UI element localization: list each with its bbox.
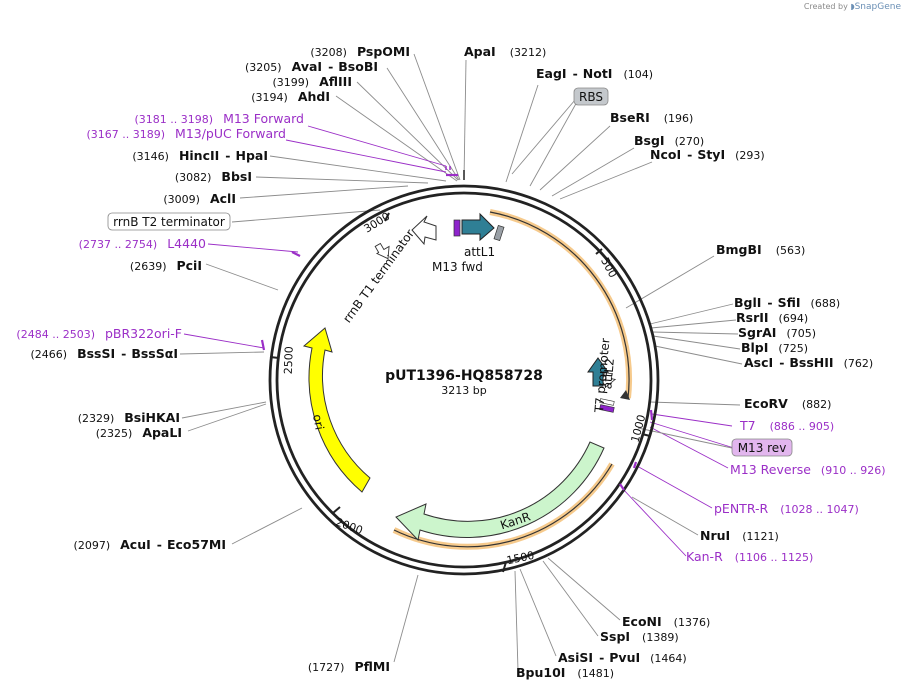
- enzyme-label[interactable]: NruI(1121): [700, 528, 779, 543]
- plasmid-name: pUT1396-HQ858728: [385, 368, 543, 384]
- enzyme-label[interactable]: AscI-BssHII(762): [744, 355, 873, 370]
- enzyme-label[interactable]: BsgI(270): [634, 133, 704, 148]
- plasmid-size: 3213 bp: [441, 384, 486, 397]
- attl1-arrow: [461, 212, 495, 242]
- enzyme-label[interactable]: (2329)BsiHKAI: [78, 410, 180, 425]
- primer-small-ticks: [445, 166, 451, 170]
- attl2-arrow: [587, 357, 609, 387]
- enzyme-label[interactable]: AsiSI-PvuI(1464): [558, 650, 687, 665]
- enzyme-label[interactable]: (2325)ApaLI: [96, 425, 182, 440]
- primer-label[interactable]: (3167 .. 3189)M13/pUC Forward: [86, 126, 286, 141]
- enzyme-label[interactable]: (2466)BssSI-BssSαI: [31, 346, 179, 361]
- primer-label[interactable]: pENTR-R(1028 .. 1047): [714, 501, 859, 516]
- enzyme-label[interactable]: (3199)AflIII: [273, 74, 352, 89]
- enzyme-label[interactable]: EcoNI(1376): [622, 614, 710, 629]
- primer-leader-lines: [183, 125, 735, 557]
- backbone-outer: [268, 184, 660, 576]
- rrnb-t1-arrow: [411, 215, 437, 246]
- rbs-box-label: RBS: [579, 90, 603, 104]
- snapgene-logo-icon: ◗: [850, 2, 855, 11]
- ori-label: ori: [310, 413, 326, 431]
- cds2-arc: [393, 463, 613, 548]
- watermark: Created by ◗SnapGene: [804, 2, 901, 12]
- rrnb-t2-box-label: rrnB T2 terminator: [113, 215, 225, 229]
- primer-label[interactable]: (2484 .. 2503)pBR322ori-F: [16, 326, 182, 341]
- attl1-label: attL1: [464, 245, 495, 259]
- primer-label[interactable]: (2737 .. 2754)L4440: [79, 236, 206, 251]
- m13fwd-marker: [453, 219, 461, 237]
- tick-marks: [269, 212, 651, 573]
- leader-lines: [179, 53, 743, 671]
- tick-label-2000: 2000: [334, 515, 365, 537]
- attl2-label: attL2: [600, 358, 617, 390]
- rrnb-t2-box: rrnB T2 terminator: [107, 212, 231, 231]
- enzyme-label[interactable]: NcoI-StyI(293): [650, 147, 765, 162]
- enzyme-label[interactable]: RsrII(694): [736, 310, 808, 325]
- rbs-marker: [493, 224, 505, 242]
- rrnb-t2-arrow: [374, 242, 390, 260]
- enzyme-label[interactable]: Bpu10I(1481): [516, 665, 614, 680]
- m13rev-marker: [599, 404, 615, 413]
- enzyme-label[interactable]: (3082)BbsI: [175, 169, 252, 184]
- tick-label-1500: 1500: [505, 549, 535, 568]
- watermark-brand: SnapGene: [854, 2, 901, 12]
- cds-arc: [489, 211, 630, 399]
- enzyme-label[interactable]: (3205)AvaI-BsoBI: [245, 59, 378, 74]
- ori-arrow: [302, 327, 371, 493]
- enzyme-label[interactable]: SspI(1389): [600, 629, 679, 644]
- m13rev-box: M13 rev: [731, 438, 793, 457]
- enzyme-label[interactable]: SgrAI(705): [738, 325, 816, 340]
- enzyme-label[interactable]: ApaI(3212): [464, 44, 546, 59]
- primer-label[interactable]: Kan-R(1106 .. 1125): [686, 549, 813, 564]
- primer-label[interactable]: (3181 .. 3198)M13 Forward: [135, 111, 305, 126]
- enzyme-label[interactable]: (2639)PciI: [130, 258, 202, 273]
- enzyme-label[interactable]: EagI-NotI(104): [536, 66, 653, 81]
- enzyme-label[interactable]: (3009)AclI: [163, 191, 236, 206]
- enzyme-label[interactable]: BseRI(196): [610, 110, 693, 125]
- m13rev-box-label: M13 rev: [738, 441, 787, 455]
- t7-marker: [599, 398, 615, 406]
- enzyme-labels-left: (3208)PspOMI (3205)AvaI-BsoBI (3199)AflI…: [31, 44, 411, 674]
- m13fwd-label: M13 fwd: [432, 260, 483, 274]
- primer-label[interactable]: T7(886 .. 905): [739, 418, 834, 433]
- primer-ticks: [260, 173, 654, 491]
- primer-labels-left: (3181 .. 3198)M13 Forward (3167 .. 3189)…: [16, 111, 304, 341]
- rrnb-t1-label: rrnB T1 terminator: [340, 227, 417, 326]
- t7-promoter-label: T7 promoter: [592, 338, 613, 414]
- enzyme-label[interactable]: (3146)HincII-HpaI: [132, 148, 268, 163]
- primer-label[interactable]: M13 Reverse(910 .. 926): [730, 462, 885, 477]
- kanr-arrow: [395, 441, 605, 542]
- enzyme-label[interactable]: EcoRV(882): [744, 396, 831, 411]
- enzyme-label[interactable]: BmgBI(563): [716, 242, 805, 257]
- enzyme-label[interactable]: (2097)AcuI-Eco57MI: [74, 537, 226, 552]
- backbone-inner: [275, 191, 653, 569]
- enzyme-label[interactable]: (1727)PflMI: [308, 659, 390, 674]
- enzyme-label[interactable]: BglI-SfiI(688): [734, 295, 840, 310]
- primer-labels-right: T7(886 .. 905) M13 Reverse(910 .. 926) p…: [686, 418, 885, 564]
- rbs-box: RBS: [573, 87, 609, 106]
- enzyme-labels-right: ApaI(3212) EagI-NotI(104) BseRI(196) Bsg…: [464, 44, 873, 680]
- tick-label-2500: 2500: [282, 346, 296, 374]
- watermark-prefix: Created by: [803, 2, 848, 11]
- box-leader-lines: [231, 99, 733, 449]
- cds-arrowhead: [620, 390, 630, 400]
- enzyme-label[interactable]: (3194)AhdI: [251, 89, 330, 104]
- enzyme-label[interactable]: (3208)PspOMI: [310, 44, 410, 59]
- enzyme-label[interactable]: BlpI(725): [741, 340, 808, 355]
